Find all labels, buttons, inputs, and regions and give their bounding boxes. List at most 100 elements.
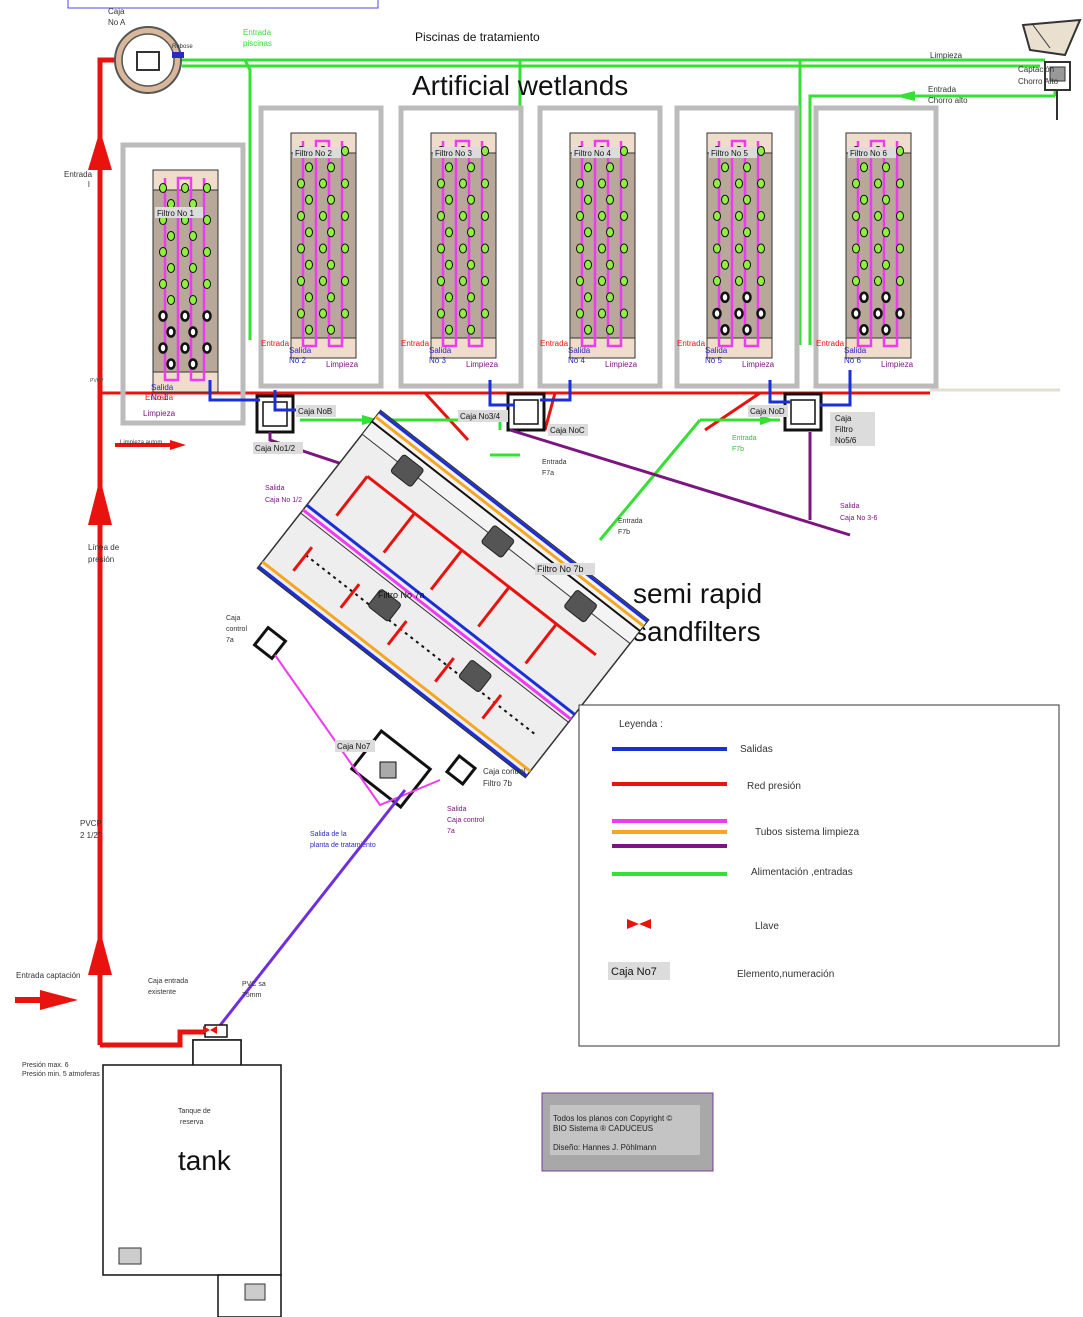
tank-title: tank — [178, 1145, 232, 1176]
captacion-label-2: Chorro Alto — [1018, 77, 1059, 86]
filter-limpieza-4: Limpieza — [605, 360, 638, 369]
salida-caja36-1: Salida — [840, 503, 860, 510]
filter-entrada-6: Entrada — [816, 339, 845, 348]
caja-c-bg — [548, 424, 588, 436]
wetlands-title: Artificial wetlands — [412, 70, 628, 101]
filter-name-4: Filtro No 4 — [574, 149, 611, 158]
legend-title: Leyenda : — [619, 719, 663, 730]
caja-1-2-bg — [253, 442, 303, 454]
caja-control-7a-2: control — [226, 626, 247, 633]
reserve-tank — [102, 1024, 282, 1317]
sand-filter-7 — [256, 409, 650, 779]
caja-c-label: Caja NoC — [550, 426, 585, 435]
caja-7-label: Caja No7 — [337, 742, 371, 751]
legend-alimentacion: Alimentación ,entradas — [751, 867, 853, 878]
copyright-line-3: Diseño: Hannes J. Pöhlmann — [553, 1143, 657, 1152]
tanque-label-2: reserva — [180, 1119, 203, 1126]
filter-name-2: Filtro No 2 — [295, 149, 332, 158]
captacion-label-1: Captación — [1018, 65, 1054, 74]
pvcp-label-2: 2 1/2" — [80, 831, 101, 840]
filter-salida-3: Salida — [429, 346, 452, 355]
pvc-sa-1: PVC sa — [242, 981, 266, 988]
salida-caja12-2: Caja No 1/2 — [265, 497, 302, 504]
pvcp-small-label: PVCP — [90, 378, 104, 384]
filtro-7b-label: Filtro No 7b — [537, 564, 584, 574]
salida-planta-2: planta de tratamiento — [310, 842, 376, 849]
pools-title: Piscinas de tratamiento — [415, 30, 540, 44]
caja-5-6-label-1: Caja — [835, 414, 852, 423]
filter-entrada-5: Entrada — [677, 339, 706, 348]
rebose-label: Rebose — [172, 44, 193, 50]
caja-3-4-bg — [458, 410, 508, 422]
entrada-piscinas-1: Entrada — [243, 28, 272, 37]
presion-max: Presión max. 6 — [22, 1062, 69, 1069]
pvcp-label-1: PVCP — [80, 819, 102, 828]
legend-salidas: Salidas — [740, 744, 773, 755]
copyright-line-1: Todos los planos con Copyright © — [553, 1114, 672, 1123]
filter-salida-no-2: No 2 — [289, 356, 306, 365]
entrada-captacion-label: Entrada captación — [16, 971, 81, 980]
filter-salida-4: Salida — [568, 346, 591, 355]
control-boxes — [255, 392, 823, 434]
legend-red-presion: Red presión — [747, 781, 801, 792]
salida-control-2: Caja control — [447, 817, 485, 824]
caja-b-bg — [296, 405, 336, 417]
filter-salida-no-4: No 4 — [568, 356, 585, 365]
salida-planta-1: Salida de la — [310, 831, 347, 838]
entrada-piscinas-2: piscinas — [243, 39, 272, 48]
filter-limpieza-2: Limpieza — [326, 360, 359, 369]
salida-control-3: 7a — [447, 828, 455, 835]
entrada-f7a-1: Entrada — [542, 459, 567, 466]
treatment-outlet-pipe — [216, 789, 407, 1029]
filtro-7a-label: Filtro No 7a — [378, 590, 425, 600]
filter-limpieza-6: Limpieza — [881, 360, 914, 369]
entrada-f7b-2: F7b — [618, 529, 630, 536]
limpieza-top: Limpieza — [930, 51, 963, 60]
filter-name-3: Filtro No 3 — [435, 149, 472, 158]
linea-presion-2: presión — [88, 555, 114, 564]
caja-b-label: Caja NoB — [298, 407, 332, 416]
caja-entrada-2: existente — [148, 989, 176, 996]
caja-a-label-2: No A — [108, 18, 126, 27]
captacion-chorro-alto — [1021, 18, 1082, 120]
legend-caja-sample-bg — [608, 962, 670, 980]
tanque-label-1: Tanque de — [178, 1108, 211, 1115]
limpieza-autom-label: Limpieza autom — [120, 440, 162, 446]
filter-salida-no-1: No 1 — [151, 393, 168, 402]
caja-control-7a-1: Caja — [226, 615, 241, 622]
legend — [578, 704, 1060, 1047]
caja-5-6-label-3: No5/6 — [835, 436, 857, 445]
caja-control-7b-1: Caja control — [483, 767, 526, 776]
caja-5-6-label-2: Filtro — [835, 425, 853, 434]
caja-1-2-label: Caja No1/2 — [255, 444, 296, 453]
legend-elemento: Elemento,numeración — [737, 969, 834, 980]
entrada-chorro-1: Entrada — [928, 85, 957, 94]
legend-llave: Llave — [755, 921, 779, 932]
salida-control-1: Salida — [447, 806, 467, 813]
pink-cleaning-line — [274, 654, 441, 807]
caja-control-7a-3: 7a — [226, 637, 234, 644]
filter-salida-5: Salida — [705, 346, 728, 355]
entrada-f7b-mid-1: Entrada — [732, 435, 757, 442]
caja-7-bg — [335, 740, 375, 752]
caja-a — [114, 26, 184, 94]
caja-control-7b-2: Filtro 7b — [483, 779, 512, 788]
outlet-pipes-top — [208, 370, 852, 412]
filter-name-6: Filtro No 6 — [850, 149, 887, 158]
legend-caja-sample: Caja No7 — [611, 966, 657, 978]
caja-3-4-label: Caja No3/4 — [460, 412, 501, 421]
linea-presion-1: Línea de — [88, 543, 120, 552]
caja-d-bg — [748, 405, 788, 417]
entrada-f7a-2: F7a — [542, 470, 554, 477]
filter-limpieza-1: Limpieza — [143, 409, 176, 418]
filter-entrada-3: Entrada — [401, 339, 430, 348]
filter-salida-no-5: No 5 — [705, 356, 722, 365]
valve-icon — [627, 919, 639, 929]
sandfilters-title-1: semi rapid — [633, 578, 762, 609]
